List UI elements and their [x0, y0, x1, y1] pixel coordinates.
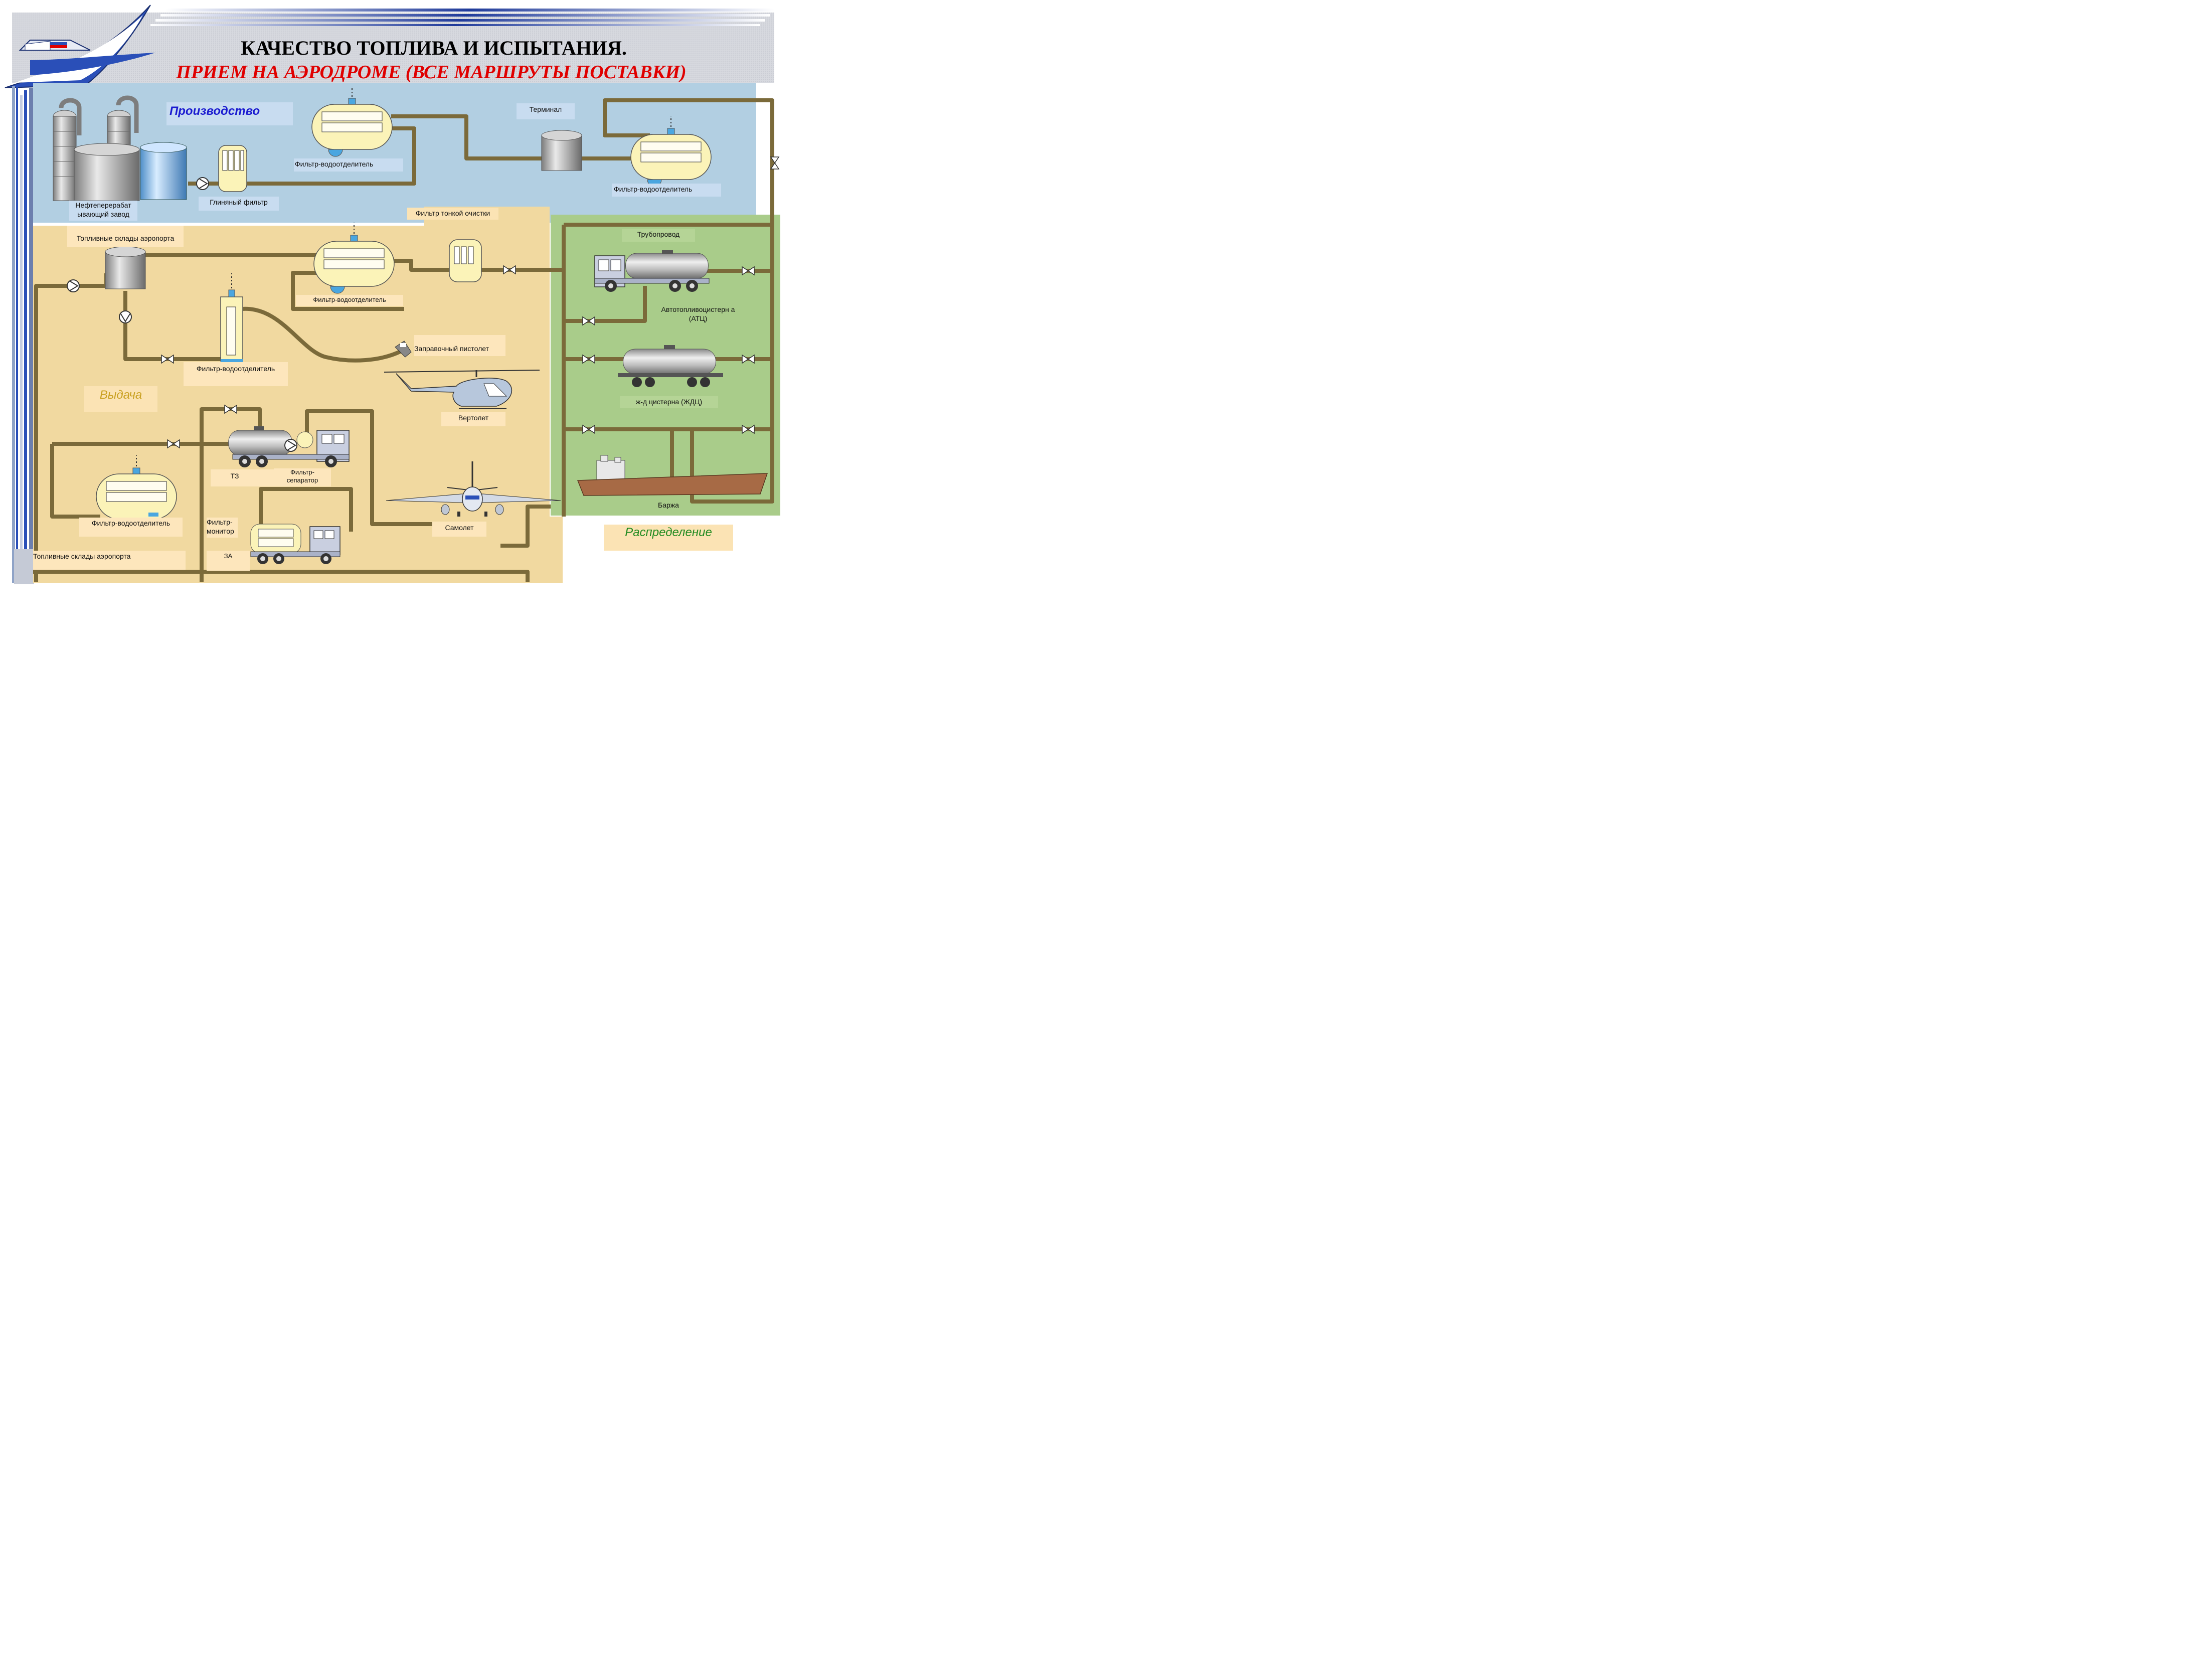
page-title: КАЧЕСТВО ТОПЛИВА И ИСПЫТАНИЯ.: [241, 37, 627, 59]
label-pipeline: Трубопровод: [622, 229, 695, 242]
label-fine-filter: Фильтр тонкой очистки: [407, 208, 498, 220]
label-filter-water-separator-2: Фильтр-водоотделитель: [612, 184, 721, 197]
rail-tank-car-icon: [618, 345, 723, 387]
section-production: Производство: [166, 102, 293, 125]
header-stripe-3: [155, 19, 765, 22]
pump-icon: [119, 310, 132, 323]
label-barge: Баржа: [658, 501, 679, 509]
fine-filter-icon: [449, 239, 482, 282]
refuel-nozzle-icon: [395, 341, 412, 358]
header-stripe-2: [160, 14, 770, 17]
storage-tank-icon: [140, 142, 187, 200]
label-filter-water-separator-5: Фильтр-водоотделитель: [79, 518, 183, 537]
pump-icon: [67, 279, 80, 292]
fuel-truck-icon: [228, 426, 350, 467]
pump-icon: [196, 177, 209, 190]
label-filter-water-separator-3: Фильтр-водоотделитель: [296, 295, 403, 306]
terminal-tank-icon: [541, 130, 582, 171]
helicopter-icon: [384, 370, 540, 409]
header-stripe-4: [150, 24, 760, 26]
airport-storage-tank-icon: [105, 246, 146, 289]
distribution-gap: [563, 517, 571, 584]
diagram-canvas: [5, 5, 780, 584]
label-refuel-nozzle: Заправочный пистолет: [414, 335, 505, 356]
page-subtitle: ПРИЕМ НА АЭРОДРОМЕ (ВСЕ МАРШРУТЫ ПОСТАВК…: [176, 62, 687, 83]
header-banner: [5, 5, 775, 88]
clay-filter-icon: [218, 145, 247, 192]
label-filter-monitor: Фильтр- монитор: [207, 518, 238, 538]
label-terminal: Терминал: [517, 103, 575, 119]
left-decor-bars: [12, 86, 34, 584]
label-za: ЗА: [207, 551, 250, 571]
barge-icon: [577, 455, 768, 496]
label-refinery: Нефтеперерабат ывающий завод: [69, 201, 137, 221]
label-airport-storage-2: Топливные склады аэропорта: [33, 551, 186, 570]
label-clay-filter: Глиняный фильтр: [199, 197, 279, 211]
diagram-stage: КАЧЕСТВО ТОПЛИВА И ИСПЫТАНИЯ. ПРИЕМ НА А…: [0, 0, 786, 590]
label-filter-separator: Фильтр- сепаратор: [274, 468, 331, 486]
label-helicopter: Вертолет: [441, 412, 505, 426]
label-tz: ТЗ: [211, 469, 274, 486]
label-filter-water-separator-4: Фильтр-водоотделитель: [184, 362, 288, 386]
label-filter-water-separator-1: Фильтр-водоотделитель: [294, 158, 403, 172]
logo-icon: [5, 5, 155, 88]
airplane-icon: [386, 461, 561, 517]
label-airport-storage-1: Топливные склады аэропорта: [67, 226, 184, 247]
za-truck-icon: [250, 524, 341, 564]
drain-icon: [148, 513, 158, 517]
label-airplane: Самолет: [432, 522, 486, 537]
label-rail-tank: ж-д цистерна (ЖДЦ): [620, 396, 718, 408]
vertical-filter-water-separator-icon: [220, 273, 243, 363]
refinery-icon: [53, 95, 140, 201]
section-distribution: Распределение: [604, 525, 733, 551]
header-stripe-1: [165, 9, 775, 12]
label-fuel-truck: Автотопливоцистерн а (АТЦ): [661, 305, 735, 322]
section-dispensing: Выдача: [84, 386, 157, 412]
tanker-truck-icon: [594, 250, 710, 292]
